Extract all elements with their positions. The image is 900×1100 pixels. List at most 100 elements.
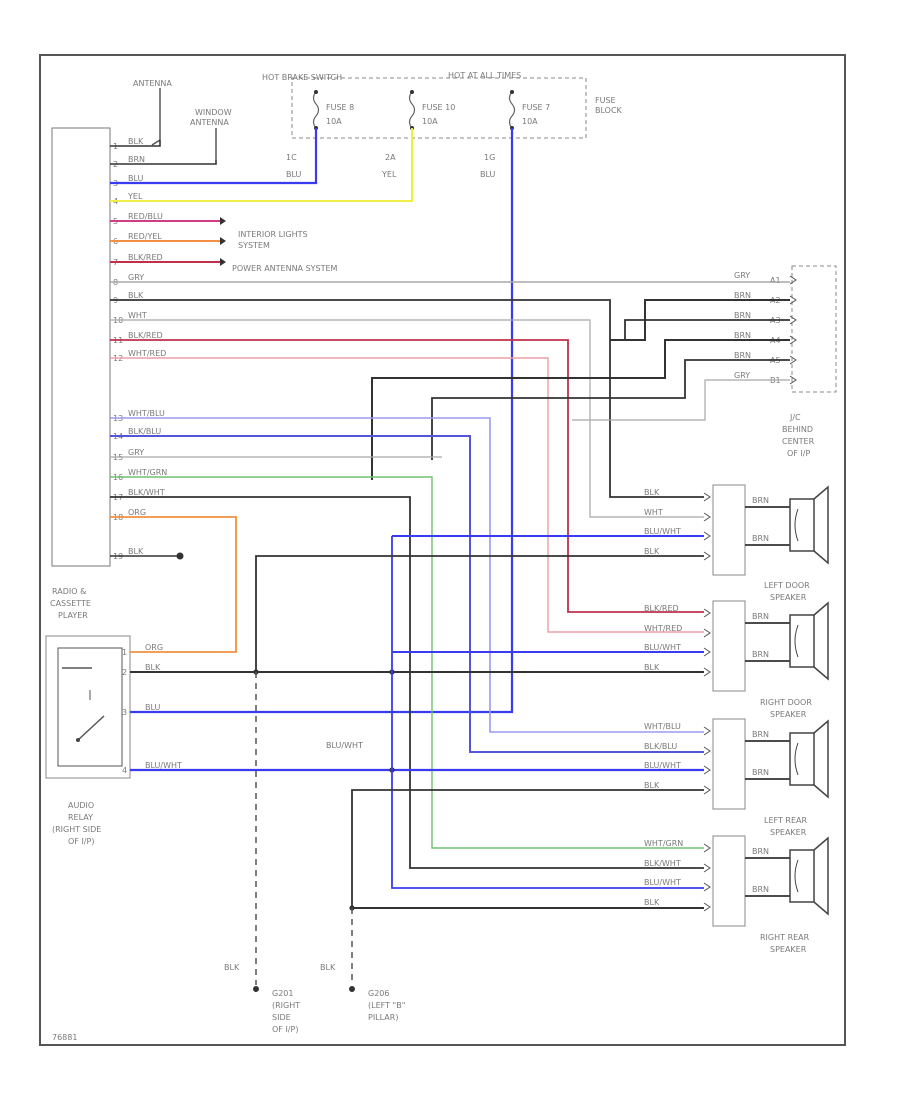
fuse-block: HOT BRAKE SWITCH HOT AT ALL TIMES FUSE B… [262,71,623,179]
relay-pin-wire: BLU/WHT [145,761,182,770]
speaker-pin-arrow [703,531,711,541]
radio-pin-wire: BLK/BLU [128,427,161,436]
junction-connector: J/C BEHIND CENTER OF I/P [782,265,837,458]
speaker-wire-label: BLK/WHT [644,859,681,868]
right-rear-label-2: SPEAKER [770,945,807,954]
speaker-pin-arrow [703,843,711,853]
wire-blu-wht-trunk [391,536,704,889]
jc-pin-arrow [789,315,797,325]
fuse-7-name: FUSE 7 [522,103,550,112]
fuse-caption-hot-brake: HOT BRAKE SWITCH [262,73,342,82]
radio-pin-wire: GRY [128,448,144,457]
wire-antenna [110,140,161,147]
jc-pin-wire: BRN [734,331,751,340]
radio-pin-wire: BLK [128,137,144,146]
fuse-caption-hot-always: HOT AT ALL TIMES [448,71,521,80]
speaker-wire-label: BLK [644,663,660,672]
speaker-coil [794,624,799,658]
jc-pin-arrow [789,335,797,345]
speaker-connector [712,835,746,927]
speaker-cone [813,836,829,916]
wire-fuse7 [130,128,514,714]
wires [110,128,790,911]
jc-pin-wire: BRN [734,351,751,360]
wire-jc-b1 [572,379,790,421]
left-rear-label-2: SPEAKER [770,828,807,837]
fuse-7: FUSE 7 10A 1G BLU [480,90,550,179]
speaker-labels: LEFT DOOR SPEAKER RIGHT DOOR SPEAKER LEF… [760,581,812,954]
diagram-id: 76881 [52,1033,77,1042]
speaker-pin-arrow [703,902,711,912]
audio-relay: AUDIO RELAY (RIGHT SIDE OF I/P) BLU/WHT [45,635,363,846]
speaker-cone [813,719,829,799]
speaker-inner-wire: BRN [752,534,769,543]
fuse-block-label-2: BLOCK [595,106,623,115]
wire-wht-blu-left-rear [110,417,704,733]
jc-label-3: CENTER [782,437,815,446]
jc-label: J/C [789,413,801,422]
fuse-7-terminal: 1G [484,153,495,162]
speaker-wire-label: BLU/WHT [644,878,681,887]
speaker-pin-arrow [703,551,711,561]
relay-label-2: RELAY [68,813,93,822]
right-door-label-2: SPEAKER [770,710,807,719]
system-arrow [220,237,226,245]
jc-pin-arrow [789,355,797,365]
speaker-wire-label: BLK [644,547,660,556]
ground-g206: BLK G206 (LEFT "B" PILLAR) [320,908,405,1022]
speaker-wire-label: BLU/WHT [644,643,681,652]
fuse-10-rating: 10A [422,117,438,126]
radio-pin-wire: BRN [128,155,145,164]
jc-label-4: OF I/P [787,449,810,458]
speaker-pin-arrow [703,882,711,892]
wire-blk-blu-left-rear [110,435,704,753]
fuse-10-name: FUSE 10 [422,103,455,112]
speaker-pin-arrow [703,608,711,618]
window-antenna-label-2: ANTENNA [190,118,229,127]
left-door-label: LEFT DOOR [764,581,810,590]
radio-pin-wire: GRY [128,273,144,282]
radio-label-3: PLAYER [58,611,88,620]
antenna-group: ANTENNA WINDOW ANTENNA [133,79,232,160]
speaker-wire-label: BLK [644,898,660,907]
speaker-pin-arrow [703,628,711,638]
relay-mid-label: BLU/WHT [326,741,363,750]
speaker-connector [712,718,746,810]
wire-fuse8 [110,128,318,185]
speaker-pin-arrow [703,765,711,775]
ground-g201: BLK G201 (RIGHT SIDE OF I/P) [224,672,300,1034]
radio-cassette-player: RADIO & CASSETTE PLAYER [50,127,111,620]
jc-label-2: BEHIND [782,425,813,434]
ground-g201-label-2: (RIGHT [272,1001,300,1010]
radio-pin-wire: BLK/WHT [128,488,165,497]
speaker-body [789,732,815,786]
relay-pin-wire: ORG [145,643,163,652]
jc-pin-number: A1 [770,276,781,285]
window-antenna-label: WINDOW [195,108,232,117]
speaker-coil [794,742,799,776]
fuse-8-terminal: 1C [286,153,297,162]
fuse-7-rating: 10A [522,117,538,126]
speaker-pin-arrow [703,492,711,502]
speaker-body [789,849,815,903]
jc-pin-wire: BRN [734,291,751,300]
left-door-label-2: SPEAKER [770,593,807,602]
speaker-connector [712,484,746,576]
right-door-label: RIGHT DOOR [760,698,812,707]
relay-pin-number: 4 [122,766,127,775]
fuse-10: FUSE 10 10A 2A YEL [381,90,455,179]
system-interior-lights-2: SYSTEM [238,241,270,250]
radio-pin-wire: WHT/BLU [128,409,165,418]
speaker-cone [813,601,829,681]
radio-pin-wire: WHT [128,311,147,320]
relay-pin-number: 2 [122,668,127,677]
speaker-pin-arrow [703,863,711,873]
ground-g206-wire: BLK [320,963,336,972]
speaker-wire-label: WHT/RED [644,624,682,633]
speaker-wire-label: BLK/BLU [644,742,677,751]
relay-pin-number: 1 [122,648,127,657]
ground-dot-19 [176,552,184,560]
ground-g206-label-3: PILLAR) [368,1013,398,1022]
